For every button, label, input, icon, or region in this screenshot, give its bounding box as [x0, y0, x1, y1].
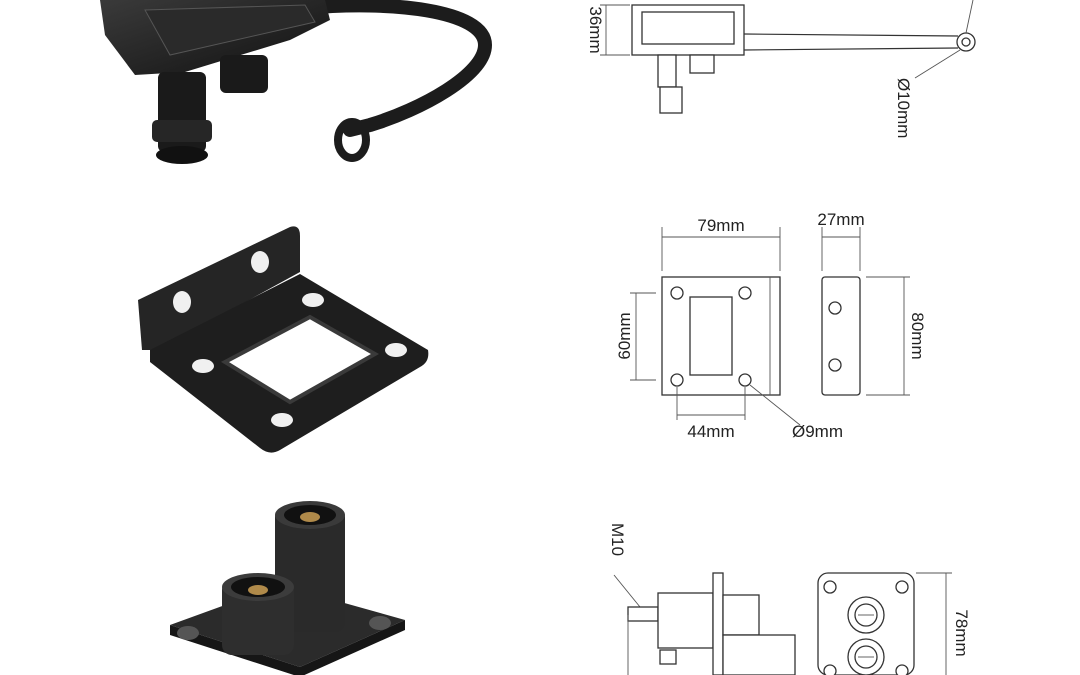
height-dimension-label: 60mm [615, 312, 634, 359]
drawing-mounting-bracket: 79mm 60mm 44mm Ø9mm 27mm 80mm [610, 205, 950, 455]
height-dimension-label: 78mm [952, 609, 971, 656]
photo-mounting-bracket [130, 222, 435, 457]
photo-cover-with-strap [90, 0, 510, 185]
bracket-side-view [821, 276, 861, 396]
socket-illustration [170, 501, 405, 675]
side-height-dimension-label: 80mm [908, 312, 927, 359]
hole-spacing-label: 44mm [687, 422, 734, 441]
hole-diameter-label: Ø9mm [792, 422, 843, 441]
drawing-socket-svg: M10 78mm [608, 523, 971, 675]
drawing-bracket-svg: 79mm 60mm 44mm Ø9mm 27mm 80mm [615, 210, 927, 441]
width-dimension-label: 79mm [697, 216, 744, 235]
depth-dimension-label: 27mm [817, 210, 864, 229]
cover-strap-illustration [100, 0, 493, 164]
height-dimension-label: 36mm [586, 6, 605, 53]
socket-side-view [657, 592, 714, 649]
drawing-cover-strap: 36mm Ø10mm [560, 0, 1000, 175]
hole-diameter-label: Ø10mm [894, 78, 913, 138]
drawing-cover-strap-svg: 36mm Ø10mm [586, 0, 976, 138]
thread-label: M10 [608, 523, 627, 556]
bracket-illustration [138, 226, 429, 453]
drawing-panel-socket: M10 78mm [600, 515, 990, 675]
photo-panel-socket [160, 495, 410, 675]
